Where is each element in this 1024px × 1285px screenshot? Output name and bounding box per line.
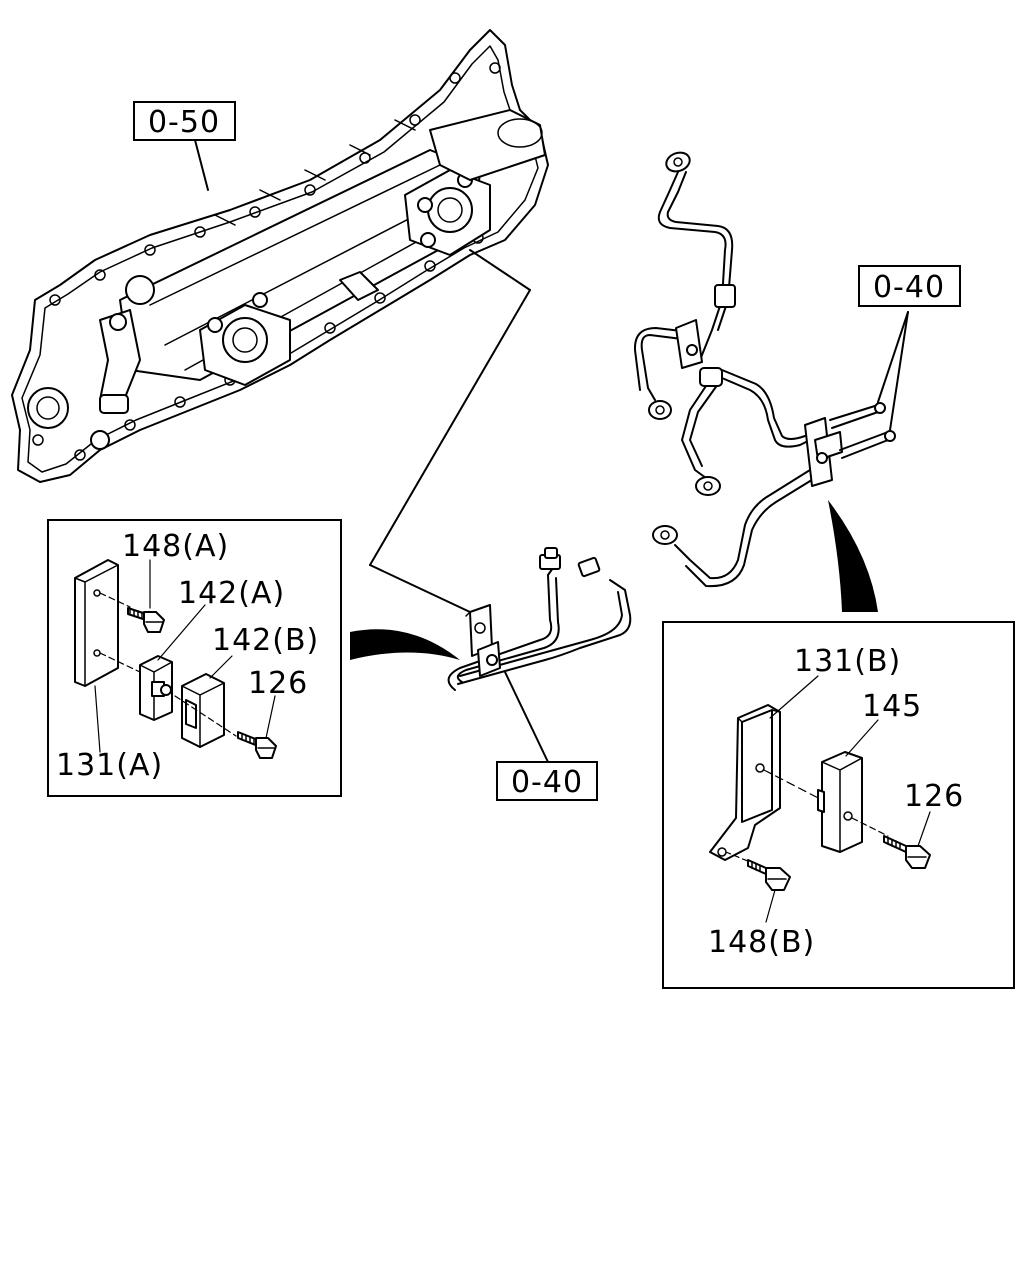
ref-0-40-right-leader-b (889, 311, 909, 431)
label-145: 145 (862, 689, 922, 724)
label-131b: 131(B) (794, 644, 901, 679)
bolt-126b (883, 835, 931, 869)
ref-0-40-center-leader (504, 671, 549, 763)
label-126b: 126 (904, 779, 964, 814)
leader-142b (209, 655, 233, 679)
leader-126b (917, 811, 931, 847)
right-detail-box (662, 621, 1015, 989)
bolt-148a (127, 607, 165, 633)
left-detail-box (47, 519, 342, 797)
ref-box-top-left: 0-50 (133, 101, 236, 141)
cover-bolt-holes (32, 62, 501, 461)
ref-box-top-right: 0-40 (858, 265, 961, 307)
label-142a: 142(A) (178, 576, 285, 611)
leader-131a (94, 685, 101, 753)
label-126a: 126 (248, 666, 308, 701)
center-pipe-assembly (447, 547, 632, 763)
right-pipe-assembly (633, 151, 909, 588)
label-131a: 131(A) (56, 748, 163, 783)
ref-label-top-left: 0-50 (148, 105, 220, 140)
label-148a: 148(A) (122, 529, 229, 564)
label-148b: 148(B) (708, 925, 815, 960)
clamp-145 (817, 751, 889, 853)
ref-0-40-right-leader-a (877, 311, 909, 403)
leader-145 (845, 719, 879, 757)
cover-to-clamp-leader (369, 249, 531, 613)
clamp-142a (139, 655, 173, 721)
leader-126a (265, 695, 276, 739)
leader-148b (765, 889, 776, 923)
bolt-148b (725, 851, 791, 891)
left-callout-arrow (350, 629, 460, 660)
label-142b: 142(B) (212, 623, 319, 658)
ref-label-top-right: 0-40 (873, 270, 945, 305)
clamp-142b (174, 673, 237, 748)
right-callout-arrow (828, 500, 878, 612)
leader-142a (157, 604, 206, 661)
oil-cooler-body (27, 109, 546, 450)
ref-0-50-leader (194, 139, 209, 191)
ref-box-bottom-center: 0-40 (496, 761, 598, 801)
leader-131b (769, 675, 819, 719)
bracket-131b (709, 704, 827, 861)
ref-label-bottom-center: 0-40 (511, 765, 583, 800)
bolt-126a (237, 731, 277, 759)
engine-cover-drawing (11, 29, 549, 483)
